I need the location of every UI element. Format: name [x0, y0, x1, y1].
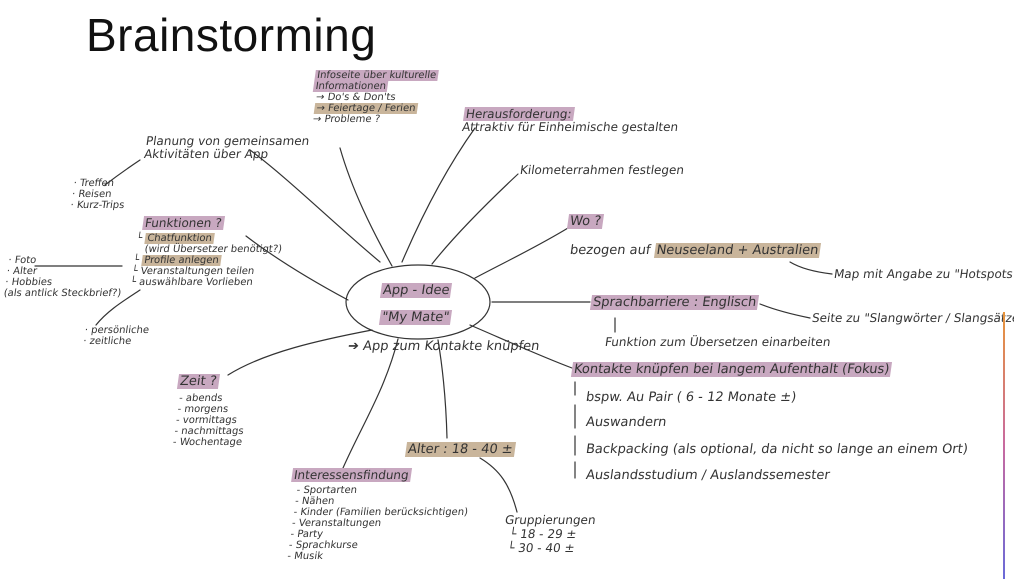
- page-title: Brainstorming: [86, 9, 377, 61]
- funktionen-list: └ Chatfunktion (wird Übersetzer benötigt…: [129, 233, 283, 288]
- branch-gruppen: [479, 457, 518, 513]
- kontakte-item: Auslandsstudium / Auslandssemester: [584, 468, 831, 483]
- branch-alter: [437, 339, 448, 439]
- gruppen-list: └ 18 - 29 ± └ 30 - 40 ±: [506, 527, 578, 555]
- branch-slang: [759, 303, 811, 319]
- branch-funktionen: [245, 235, 349, 301]
- center-purpose: ➔ App zum Kontakte knüpfen: [346, 339, 541, 354]
- zeit-list: - abends - morgens - vormittags - nachmi…: [172, 393, 245, 448]
- wo-map: Map mit Angabe zu "Hotspots": [833, 267, 1014, 281]
- alter-label: Alter : 18 - 40 ±: [404, 442, 516, 457]
- gruppen-label: Gruppierungen: [504, 513, 597, 527]
- center-ellipse: [345, 264, 491, 340]
- branch-wo: [474, 227, 569, 279]
- branch-infoseite: [339, 147, 393, 267]
- km-node: Kilometerrahmen festlegen: [519, 163, 686, 177]
- profile-items: · Foto · Alter · Hobbies (als antlick St…: [2, 255, 122, 299]
- branch-vorlieben-items: [95, 289, 141, 326]
- branch-km: [431, 173, 519, 265]
- interessen-label: Interessensfindung: [291, 468, 412, 482]
- branch-kontakte: [469, 324, 573, 369]
- center-idea-label: App - Idee: [379, 283, 453, 298]
- kontakte-item: Backpacking (als optional, da nicht so l…: [584, 442, 969, 457]
- kontakte-item: bspw. Au Pair ( 6 - 12 Monate ±): [584, 390, 798, 405]
- branch-interessen: [342, 338, 399, 469]
- kontakte-label: Kontakte knüpfen bei langem Aufenthalt (…: [570, 362, 893, 377]
- planung-list: · Treffen · Reisen · Kurz-Trips: [69, 178, 126, 211]
- sprache-slang: Seite zu "Slangwörter / Slangsätzen": [811, 311, 1014, 325]
- edge-accent-bar: [1003, 312, 1005, 579]
- herausforderung-node: Herausforderung: Attraktiv für Einheimis…: [461, 107, 680, 134]
- kontakte-item: Auswandern: [584, 415, 668, 430]
- arrow-icon: ➔: [346, 339, 360, 354]
- zeit-label: Zeit ?: [176, 374, 220, 389]
- interessen-list: - Sportarten - Nähen - Kinder (Familien …: [286, 485, 469, 562]
- infoseite-node: Infoseite über kulturelle Informationen …: [312, 70, 439, 125]
- wo-place: bezogen auf Neuseeland + Australien: [568, 243, 822, 258]
- branch-planung: [249, 149, 381, 263]
- branch-herausforderung: [401, 127, 476, 263]
- center-name-label: "My Mate": [378, 310, 453, 325]
- funktionen-node: Funktionen ?: [142, 216, 225, 230]
- planung-node: Planung von gemeinsamen Aktivitäten über…: [143, 134, 311, 161]
- branch-planung-list: [104, 159, 141, 186]
- branch-map: [789, 261, 833, 275]
- branch-zeit: [227, 329, 373, 376]
- sprache-uebersetzen: Funktion zum Übersetzen einarbeiten: [604, 335, 832, 349]
- wo-label: Wo ?: [566, 214, 605, 229]
- sprache-label: Sprachbarriere : Englisch: [589, 295, 760, 310]
- vorlieben-items: · persönliche · zeitliche: [82, 325, 150, 347]
